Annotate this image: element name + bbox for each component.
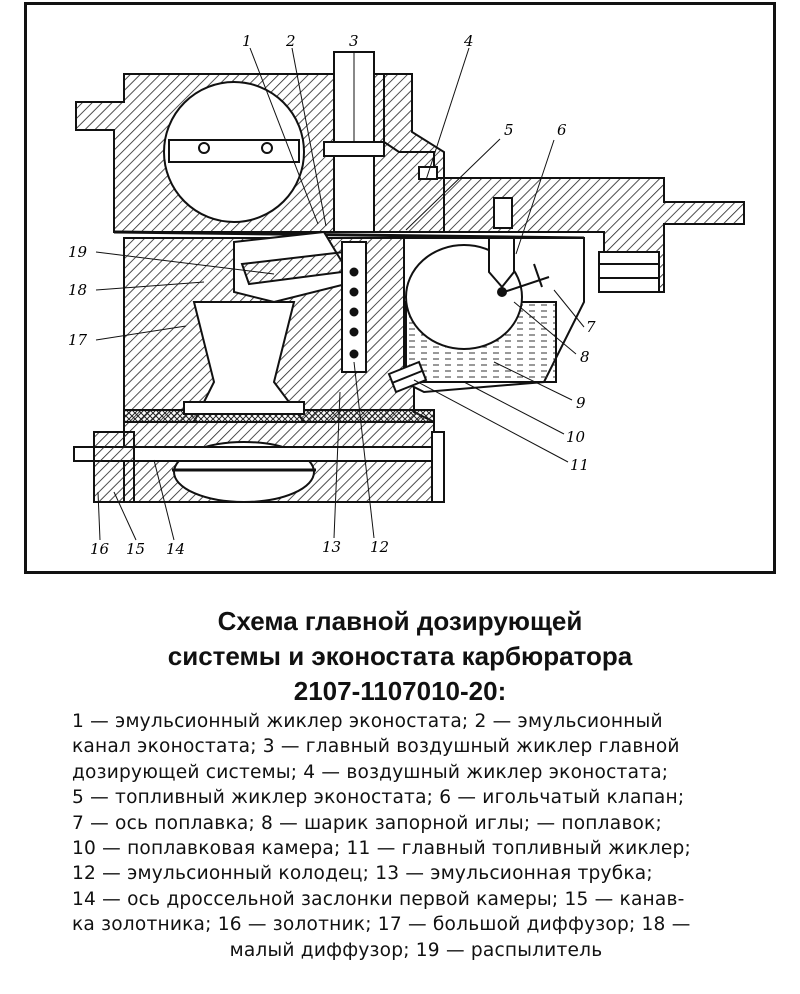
callout-5: 5 — [504, 121, 514, 139]
callout-1: 1 — [242, 32, 252, 50]
callout-15: 15 — [126, 540, 145, 558]
legend-line-1: 1 — эмульсионный жиклер эконостата; 2 — … — [72, 711, 663, 732]
callout-17: 17 — [68, 331, 88, 349]
legend-line-2: канал эконостата; 3 — главный воздушный … — [72, 736, 680, 758]
title-line-3: 2107-1107010-20: — [293, 676, 507, 706]
callout-11: 11 — [570, 456, 589, 474]
title-line-2: системы и эконостата карбюратора — [167, 641, 633, 671]
callout-16: 16 — [90, 540, 110, 558]
legend-line-9: ка золотника; 16 — золотник; 17 — большо… — [72, 914, 691, 936]
diagram-frame — [24, 2, 776, 574]
callout-13: 13 — [322, 538, 341, 556]
legend-line-10: малый диффузор; 19 — распылитель — [229, 939, 603, 961]
callout-18: 18 — [68, 281, 87, 299]
callout-4: 4 — [463, 32, 474, 50]
callout-10: 10 — [566, 428, 586, 446]
callout-2: 2 — [285, 32, 296, 50]
callout-3: 3 — [349, 32, 359, 50]
callout-labels: 1 2 3 4 5 6 7 8 9 10 11 12 13 14 15 16 1… — [68, 32, 596, 558]
legend-line-6: 10 — поплавковая камера; 11 — главный то… — [72, 838, 692, 860]
title-line-1: Схема главной дозирующей — [217, 606, 583, 636]
legend-line-4: 5 — топливный жиклер эконостата; 6 — иго… — [72, 787, 685, 809]
carburetor-diagram: 1 2 3 4 5 6 7 8 9 10 11 12 13 14 15 16 1… — [68, 32, 745, 558]
callout-9: 9 — [576, 394, 586, 412]
legend-line-7: 12 — эмульсионный колодец; 13 — эмульсио… — [72, 863, 653, 885]
callout-7: 7 — [586, 318, 596, 336]
callout-8: 8 — [580, 348, 590, 366]
caption-title: Схема главной дозирующей системы и эконо… — [0, 604, 800, 709]
callout-19: 19 — [68, 243, 88, 261]
callout-6: 6 — [557, 121, 567, 139]
callout-14: 14 — [166, 540, 185, 558]
legend-line-8: 14 — ось дроссельной заслонки первой кам… — [72, 888, 685, 910]
carburetor-body — [73, 51, 745, 503]
legend: 1 — эмульсионный жиклер эконостата; 2 — … — [72, 709, 760, 963]
callout-12: 12 — [370, 538, 389, 556]
legend-line-5: 7 — ось поплавка; 8 — шарик запорной игл… — [72, 812, 662, 834]
leader-lines — [95, 47, 585, 541]
legend-line-3: дозирующей системы; 4 — воздушный жиклер… — [72, 761, 669, 783]
